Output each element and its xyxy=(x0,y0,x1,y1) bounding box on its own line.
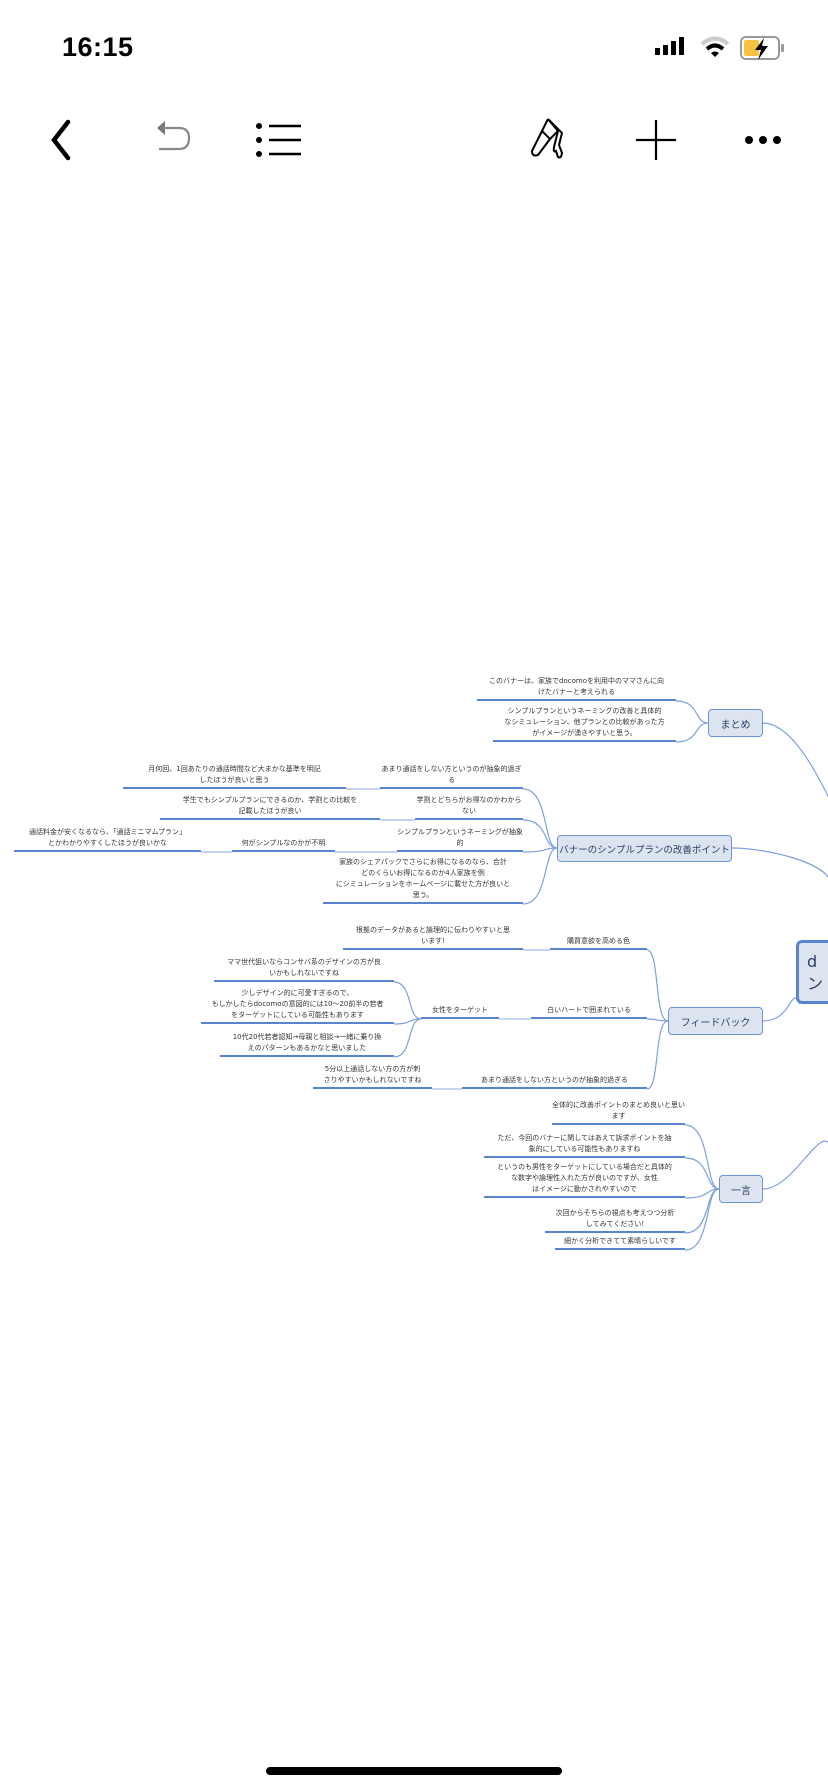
connector-line xyxy=(684,1188,720,1234)
feedback-subitem[interactable]: 根拠のデータがあると論理的に伝わりやすいと思 います! xyxy=(343,925,523,950)
topic-kaizen[interactable]: バナーのシンプルプランの改善ポイント xyxy=(557,835,732,862)
hitokoto-item[interactable]: 全体的に改善ポイントのまとめ良いと思います xyxy=(552,1100,685,1125)
feedback-subitem[interactable]: 女性をターゲット xyxy=(421,1005,499,1019)
hitokoto-item[interactable]: 次回からそちらの視点も考えつつ分析 してみてください! xyxy=(545,1208,685,1233)
hitokoto-item[interactable]: というのも男性をターゲットにしている場合だと具体的 な数字や論理性入れた方が良い… xyxy=(484,1162,685,1198)
connector-line xyxy=(684,1124,720,1190)
connector-line xyxy=(762,722,828,798)
topic-feedback[interactable]: フィードバック xyxy=(668,1007,763,1035)
connector-line xyxy=(675,700,709,724)
central-topic-line2: ン xyxy=(807,974,824,993)
central-topic[interactable]: d ン xyxy=(796,940,828,1004)
connector-line xyxy=(675,722,709,743)
kaizen-item[interactable]: あまり通話をしない方というのが抽象的過ぎる xyxy=(380,764,523,789)
connector-line xyxy=(684,1188,720,1251)
connector-line xyxy=(522,788,558,849)
feedback-item[interactable]: 白いハートで囲まれている xyxy=(531,1005,647,1019)
kaizen-subsubitem[interactable]: 通話料金が安くなるなら、「通話ミニマムプラン」 とかわかりやすくしたほうが良いか… xyxy=(14,827,201,852)
connector-line xyxy=(393,1018,422,1058)
central-topic-line1: d xyxy=(807,952,818,971)
connector-line xyxy=(684,1188,720,1199)
more-button[interactable] xyxy=(738,115,788,165)
kaizen-subitem[interactable]: 月何回、1回あたりの通話時間など大まかな基準を明記 したほうが良いと思う xyxy=(123,764,346,789)
topic-matome[interactable]: まとめ xyxy=(708,709,763,737)
connector-line xyxy=(762,997,801,1022)
kaizen-item[interactable]: 学割とどちらがお得なのかわからない xyxy=(415,795,523,820)
hitokoto-item[interactable]: 細かく分析できてて素晴らしいです xyxy=(555,1236,685,1250)
topic-hitokoto[interactable]: 一言 xyxy=(719,1175,763,1203)
connector-line xyxy=(522,847,558,905)
add-button[interactable] xyxy=(631,115,681,165)
format-button[interactable] xyxy=(526,115,576,165)
status-time: 16:15 xyxy=(62,32,134,62)
undo-button[interactable] xyxy=(148,115,198,165)
feedback-subsubitem[interactable]: ママ世代狙いならコンサバ系のデザインの方が良 いかもしれないですね xyxy=(214,957,394,982)
connector-line xyxy=(646,1018,669,1022)
connector-line xyxy=(731,847,828,879)
back-button[interactable] xyxy=(36,115,86,165)
feedback-subsubitem[interactable]: 10代20代若者認知→母親と相談→一緒に乗り換 えのパターンもあるかなと思いまし… xyxy=(220,1032,394,1057)
kaizen-subitem[interactable]: 何がシンプルなのかが不明 xyxy=(232,838,335,852)
outline-list-icon xyxy=(256,123,301,157)
feedback-subsubitem[interactable]: 少しデザイン的に可愛すぎるので、 もしかしたらdocomoの意図的には10～20… xyxy=(201,988,394,1024)
outline-button[interactable] xyxy=(254,115,304,165)
wifi-icon xyxy=(700,36,730,62)
undo-icon xyxy=(157,121,191,151)
back-icon xyxy=(51,119,71,161)
format-brush-icon xyxy=(530,118,564,159)
connector-line xyxy=(393,981,422,1020)
kaizen-subitem[interactable]: 学生でもシンプルプランにできるのか、学割との比較を 記載したほうが良い xyxy=(160,795,380,820)
connector-line xyxy=(522,847,558,853)
feedback-subitem[interactable]: 5分以上通話しない方の方が刺 さりやすいかもしれないですね xyxy=(313,1064,432,1089)
connector-line xyxy=(522,819,558,849)
connector-line xyxy=(684,1157,720,1190)
connector-line xyxy=(646,949,669,1022)
connector-line xyxy=(762,1140,828,1190)
matome-item[interactable]: シンプルプランというネーミングの改善と具体的 なシミュレーション、他プランとの比… xyxy=(493,706,676,742)
connector-line xyxy=(646,1020,669,1090)
matome-item[interactable]: このバナーは、家族でdocomoを利用中のママさんに向 けたバナーと考えられる xyxy=(477,676,676,701)
kaizen-item[interactable]: シンプルプランというネーミングが抽象的 xyxy=(397,827,523,852)
kaizen-item[interactable]: 家族のシェアパックでさらにお得になるのなら、合計 どのくらいお得になるのか4人家… xyxy=(323,857,523,904)
home-indicator[interactable] xyxy=(266,1767,562,1775)
connector-line xyxy=(393,1018,422,1025)
add-icon xyxy=(636,120,676,160)
more-icon xyxy=(745,136,781,144)
hitokoto-item[interactable]: ただ、今回のバナーに関してはあえて訴求ポイントを抽 象的にしている可能性もありま… xyxy=(484,1133,685,1158)
feedback-item[interactable]: 購買意欲を高める色 xyxy=(550,936,647,950)
battery-charging-icon xyxy=(740,36,786,66)
signal-icon xyxy=(655,36,689,62)
feedback-item[interactable]: あまり通話をしない方というのが抽象的過ぎる xyxy=(462,1075,647,1089)
